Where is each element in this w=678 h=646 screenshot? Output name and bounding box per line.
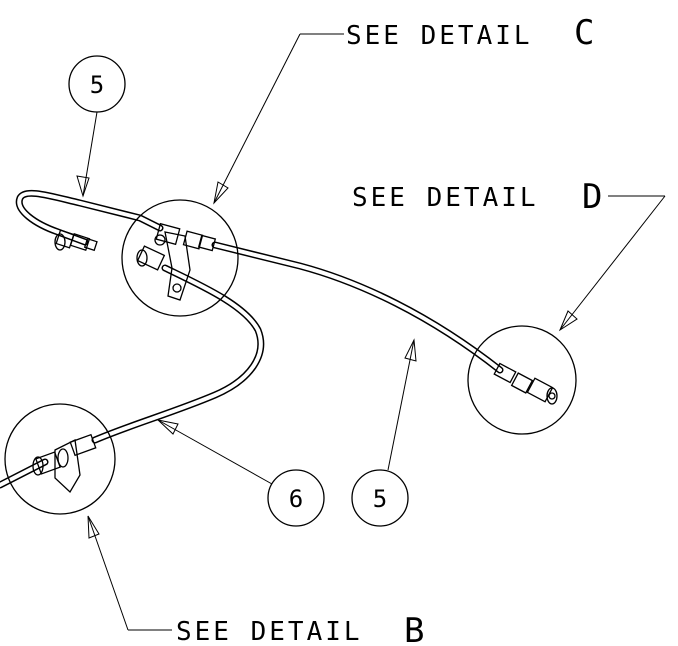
svg-text:D: D (582, 177, 602, 217)
detail-c-circle (121, 199, 239, 317)
svg-text:C: C (574, 13, 594, 53)
left-end-fitting (54, 229, 98, 252)
tube-6 (0, 264, 265, 489)
svg-text:5: 5 (90, 71, 104, 99)
callout-detail-c: SEE DETAIL C (346, 13, 594, 53)
detail-b-circle (4, 403, 116, 515)
detail-b-fitting (32, 433, 97, 494)
svg-text:SEE DETAIL: SEE DETAIL (352, 183, 539, 213)
tube-5 (15, 189, 504, 374)
callout-detail-d: SEE DETAIL D (352, 177, 602, 217)
svg-text:5: 5 (373, 485, 387, 513)
svg-text:6: 6 (289, 485, 303, 513)
svg-text:SEE DETAIL: SEE DETAIL (346, 21, 533, 51)
leader-detail-d (558, 195, 666, 332)
balloon-5-top: 5 (68, 55, 126, 113)
balloon-5-bottom: 5 (351, 469, 409, 527)
leader-balloon-5-top (76, 111, 98, 198)
detail-d-circle (467, 325, 577, 435)
leader-balloon-6 (156, 419, 273, 485)
detail-c-fitting-cluster (136, 222, 217, 301)
callout-detail-b: SEE DETAIL B (176, 611, 424, 646)
svg-text:B: B (404, 611, 424, 646)
balloon-6: 6 (267, 469, 325, 527)
detail-d-fitting (493, 362, 558, 405)
leader-detail-c (213, 33, 344, 205)
leader-detail-b (87, 515, 172, 631)
leader-balloon-5-bottom (387, 338, 417, 471)
svg-text:SEE DETAIL: SEE DETAIL (176, 617, 363, 646)
